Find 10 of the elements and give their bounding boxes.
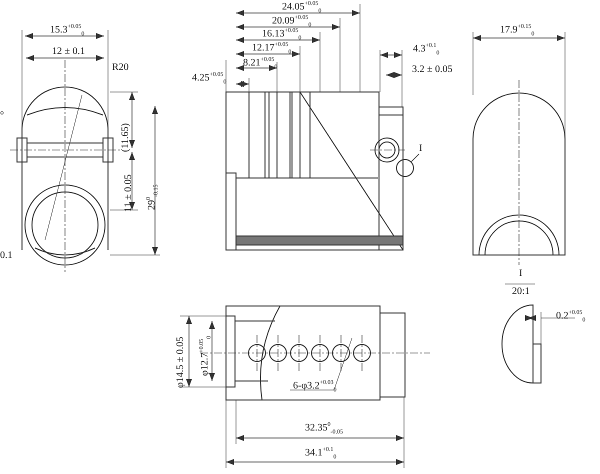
scale-text: 20:1 (512, 286, 530, 297)
dimension-text: 3.2 ± 0.05 (412, 64, 452, 75)
dimension-text: 11 ± 0.05 (123, 174, 134, 212)
radius-text: R20 (112, 62, 129, 73)
dimension-text: 12 ± 0.1 (52, 46, 85, 57)
dimension-text: φ14.5 ± 0.05 (175, 336, 186, 388)
detail-label: I (519, 268, 522, 279)
dimension-text: (11.65) (120, 123, 131, 152)
angle-text: ° (0, 110, 4, 121)
dimension-text: 0.1 (0, 250, 12, 261)
